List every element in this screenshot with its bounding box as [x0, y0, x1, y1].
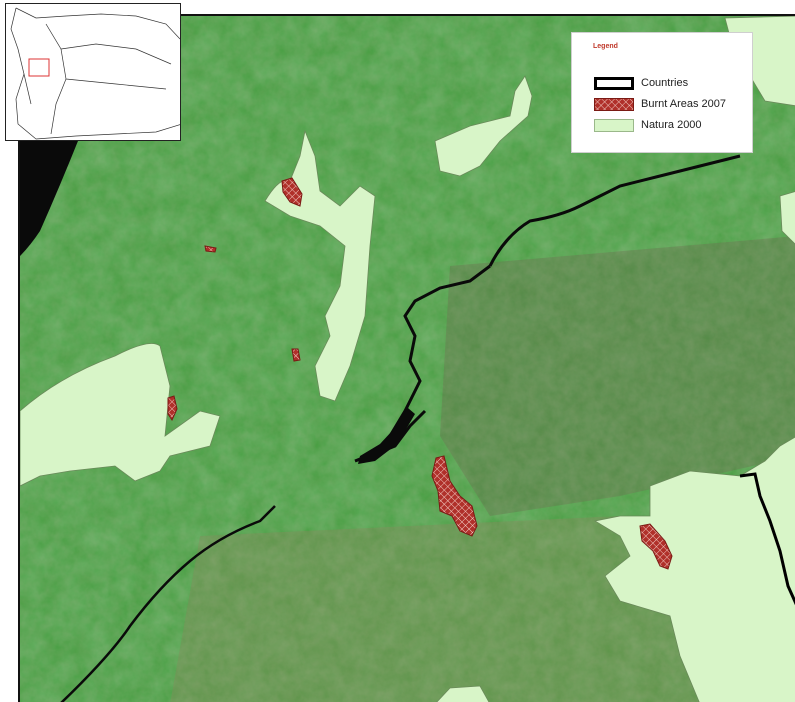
- legend-item-natura-2000: Natura 2000: [594, 117, 702, 133]
- natura-areas: [20, 16, 795, 702]
- natura-area-west: [20, 343, 221, 487]
- natura-area-bottom: [436, 685, 490, 702]
- map-legend: Legend Countries Burnt Areas 2007 Natura…: [571, 32, 753, 153]
- legend-item-countries: Countries: [594, 75, 688, 91]
- iberia-outline: [10, 7, 180, 140]
- burnt-areas: [167, 177, 673, 570]
- inset-extent-box: [28, 58, 50, 77]
- legend-title: Legend: [593, 43, 618, 50]
- ocean: [20, 136, 80, 256]
- burnt-areas-swatch: [594, 97, 634, 111]
- natura-area-north: [434, 75, 533, 177]
- reservoir: [358, 408, 415, 464]
- legend-label-natura-2000: Natura 2000: [641, 119, 702, 131]
- legend-item-burnt-areas: Burnt Areas 2007: [594, 96, 726, 112]
- burnt-area-6: [639, 523, 673, 570]
- river-south: [60, 505, 276, 702]
- natura-area-southeast: [593, 436, 795, 702]
- burnt-area-5: [431, 455, 478, 537]
- natura-area-east-edge: [779, 191, 795, 245]
- burnt-area-4: [167, 395, 178, 422]
- natura-2000-swatch: [594, 118, 634, 132]
- legend-label-countries: Countries: [641, 77, 689, 89]
- legend-label-burnt-areas: Burnt Areas 2007: [641, 98, 727, 110]
- iberia-coastline: [10, 7, 180, 140]
- burnt-area-1: [281, 177, 303, 207]
- countries-swatch: [594, 76, 634, 90]
- burnt-area-3: [291, 348, 301, 362]
- burnt-area-2: [204, 245, 217, 253]
- country-border: [739, 472, 795, 606]
- overview-inset-map: [5, 3, 181, 141]
